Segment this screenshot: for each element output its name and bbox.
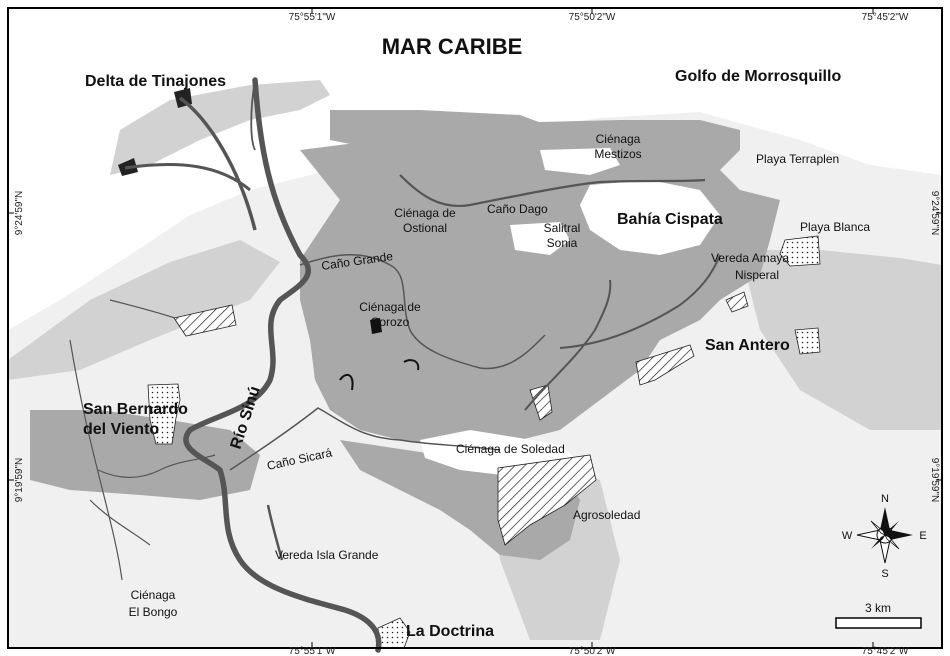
shallow-area — [8, 240, 280, 380]
hatched-zone-west — [173, 304, 237, 337]
channel-nw — [109, 299, 176, 319]
map-frame — [7, 7, 943, 649]
compass-north-arrow — [880, 507, 890, 535]
label-nisperal: Nisperal — [735, 268, 779, 282]
dark-patch-3 — [370, 318, 382, 334]
channel-south-east — [524, 279, 612, 411]
rio-sinu-delta-east — [250, 79, 256, 151]
channel-west-1 — [69, 339, 123, 581]
label-salitral-sonia-2: Sonia — [547, 236, 578, 250]
compass-w-label: W — [842, 530, 853, 542]
coord-bottom-2: 75°50'2"W — [569, 646, 616, 656]
label-san-bernardo-1: San Bernardo — [83, 401, 188, 418]
scale-bar-box — [835, 617, 922, 629]
shallow-east — [740, 250, 942, 430]
coord-right-1: 9°24'59"N — [929, 191, 940, 236]
label-bahia-cispata: Bahía Cispata — [617, 211, 723, 228]
compass-east-arrow — [885, 530, 913, 540]
coord-left-1: 9°24'59"N — [14, 191, 25, 236]
label-cienaga-ostional-2: Ostional — [403, 221, 447, 235]
label-la-doctrina: La Doctrina — [406, 623, 494, 640]
cano-grande — [299, 254, 546, 370]
label-cienaga-bongo-2: El Bongo — [129, 605, 178, 619]
label-cienaga-corozo-2: Corozo — [371, 315, 410, 329]
label-cienaga-corozo-1: Ciénaga de — [359, 300, 421, 314]
label-san-bernardo-2: del Viento — [83, 421, 159, 438]
dark-patch-4 — [339, 373, 354, 391]
channel-west-2 — [97, 454, 216, 479]
town-san-bernardo — [147, 383, 181, 445]
rio-sinu-delta-north — [178, 96, 257, 231]
coord-top-2: 75°50'2"W — [569, 12, 616, 23]
cano-dago — [399, 174, 706, 208]
label-salitral-sonia-1: Salitral — [544, 221, 581, 235]
lagoon-sonia — [510, 222, 570, 255]
coord-top-1: 75°55'1"W — [289, 12, 336, 23]
scale-bar-label: 3 km — [865, 601, 891, 615]
town-san-antero — [794, 327, 821, 355]
hatched-zone-mid — [529, 384, 553, 421]
coord-bottom-1: 75°55'1"W — [289, 646, 336, 656]
lagoon-mestizos — [540, 148, 620, 175]
label-cienaga-mestizos-1: Ciénaga — [596, 132, 641, 146]
label-agrosoledad: Agrosoledad — [573, 508, 640, 522]
label-cano-dago: Caño Dago — [487, 202, 548, 216]
lagoon-cispata — [580, 180, 720, 255]
label-delta-tinajones: Delta de Tinajones — [85, 73, 226, 90]
coord-left-2: 9°19'59"N — [14, 458, 25, 503]
scale-bar: 3 km — [835, 601, 922, 629]
rio-sinu-delta-west — [124, 163, 251, 192]
channel-west-3 — [89, 499, 151, 546]
hatched-zone-agrosoledad — [497, 454, 597, 546]
mangrove-west — [30, 410, 260, 500]
coord-top-3: 75°45'2"W — [862, 12, 909, 23]
label-cienaga-mestizos-2: Mestizos — [594, 147, 641, 161]
coord-right-2: 9°19'59"N — [929, 458, 940, 503]
label-san-antero: San Antero — [705, 337, 790, 354]
channel-isla-grande — [266, 504, 284, 561]
label-playa-blanca: Playa Blanca — [800, 220, 870, 234]
hatched-zone-east — [725, 291, 749, 313]
mangrove-north-strip — [330, 110, 560, 150]
label-golfo-morrosquillo: Golfo de Morrosquillo — [675, 68, 841, 85]
shallow-coast — [110, 80, 330, 175]
compass-s-label: S — [881, 568, 888, 580]
label-cienaga-soledad: Ciénaga de Soledad — [456, 442, 565, 456]
town-playa-blanca — [779, 235, 821, 267]
map-title: MAR CARIBE — [382, 34, 523, 59]
label-vereda-isla-grande: Vereda Isla Grande — [275, 548, 379, 562]
rio-sinu — [183, 77, 382, 653]
label-cienaga-ostional-1: Ciénaga de — [394, 206, 456, 220]
dark-patch-5 — [403, 359, 420, 371]
compass-rose: N S E W — [842, 493, 927, 580]
compass-e-label: E — [919, 530, 926, 542]
hatched-zone-san-antero — [635, 344, 695, 386]
channel-east — [559, 254, 721, 349]
label-playa-terraplen: Playa Terraplen — [756, 152, 839, 166]
compass-n-label: N — [881, 493, 889, 505]
label-vereda-amaya: Vereda Amaya — [711, 251, 789, 265]
frame-ticks — [8, 8, 942, 648]
coord-bottom-3: 75°45'2"W — [862, 646, 909, 656]
cano-sicara — [229, 407, 501, 471]
label-cienaga-bongo-1: Ciénaga — [131, 588, 176, 602]
